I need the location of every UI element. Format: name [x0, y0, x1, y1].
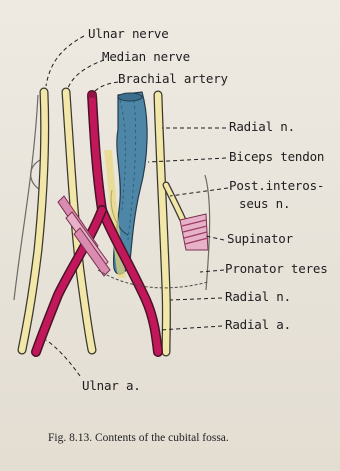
label-brachial-artery: Brachial artery	[118, 73, 228, 86]
radial-nerve	[158, 95, 166, 352]
figure-caption: Fig. 8.13. Contents of the cubital fossa…	[48, 432, 229, 444]
label-post-interosseus-line2: seus n.	[239, 198, 290, 211]
label-radial-nerve-top: Radial n.	[229, 121, 295, 134]
ulnar-nerve	[22, 92, 45, 350]
label-biceps-tendon: Biceps tendon	[229, 151, 324, 164]
label-ulnar-artery: Ulnar a.	[82, 380, 141, 393]
label-pronator-teres: Pronator teres	[225, 263, 328, 276]
supinator-muscle	[180, 214, 208, 250]
label-radial-nerve-bottom: Radial n.	[225, 291, 291, 304]
caption-prefix: Fig. 8.13.	[48, 432, 92, 444]
caption-text: Contents of the cubital fossa.	[95, 432, 229, 444]
label-ulnar-nerve: Ulnar nerve	[88, 28, 169, 41]
pronator-outline	[98, 270, 208, 288]
label-median-nerve: Median nerve	[102, 51, 190, 64]
label-radial-artery: Radial a.	[225, 319, 291, 332]
label-supinator: Supinator	[227, 233, 293, 246]
label-post-interosseus-line1: Post.interos-	[229, 180, 324, 193]
